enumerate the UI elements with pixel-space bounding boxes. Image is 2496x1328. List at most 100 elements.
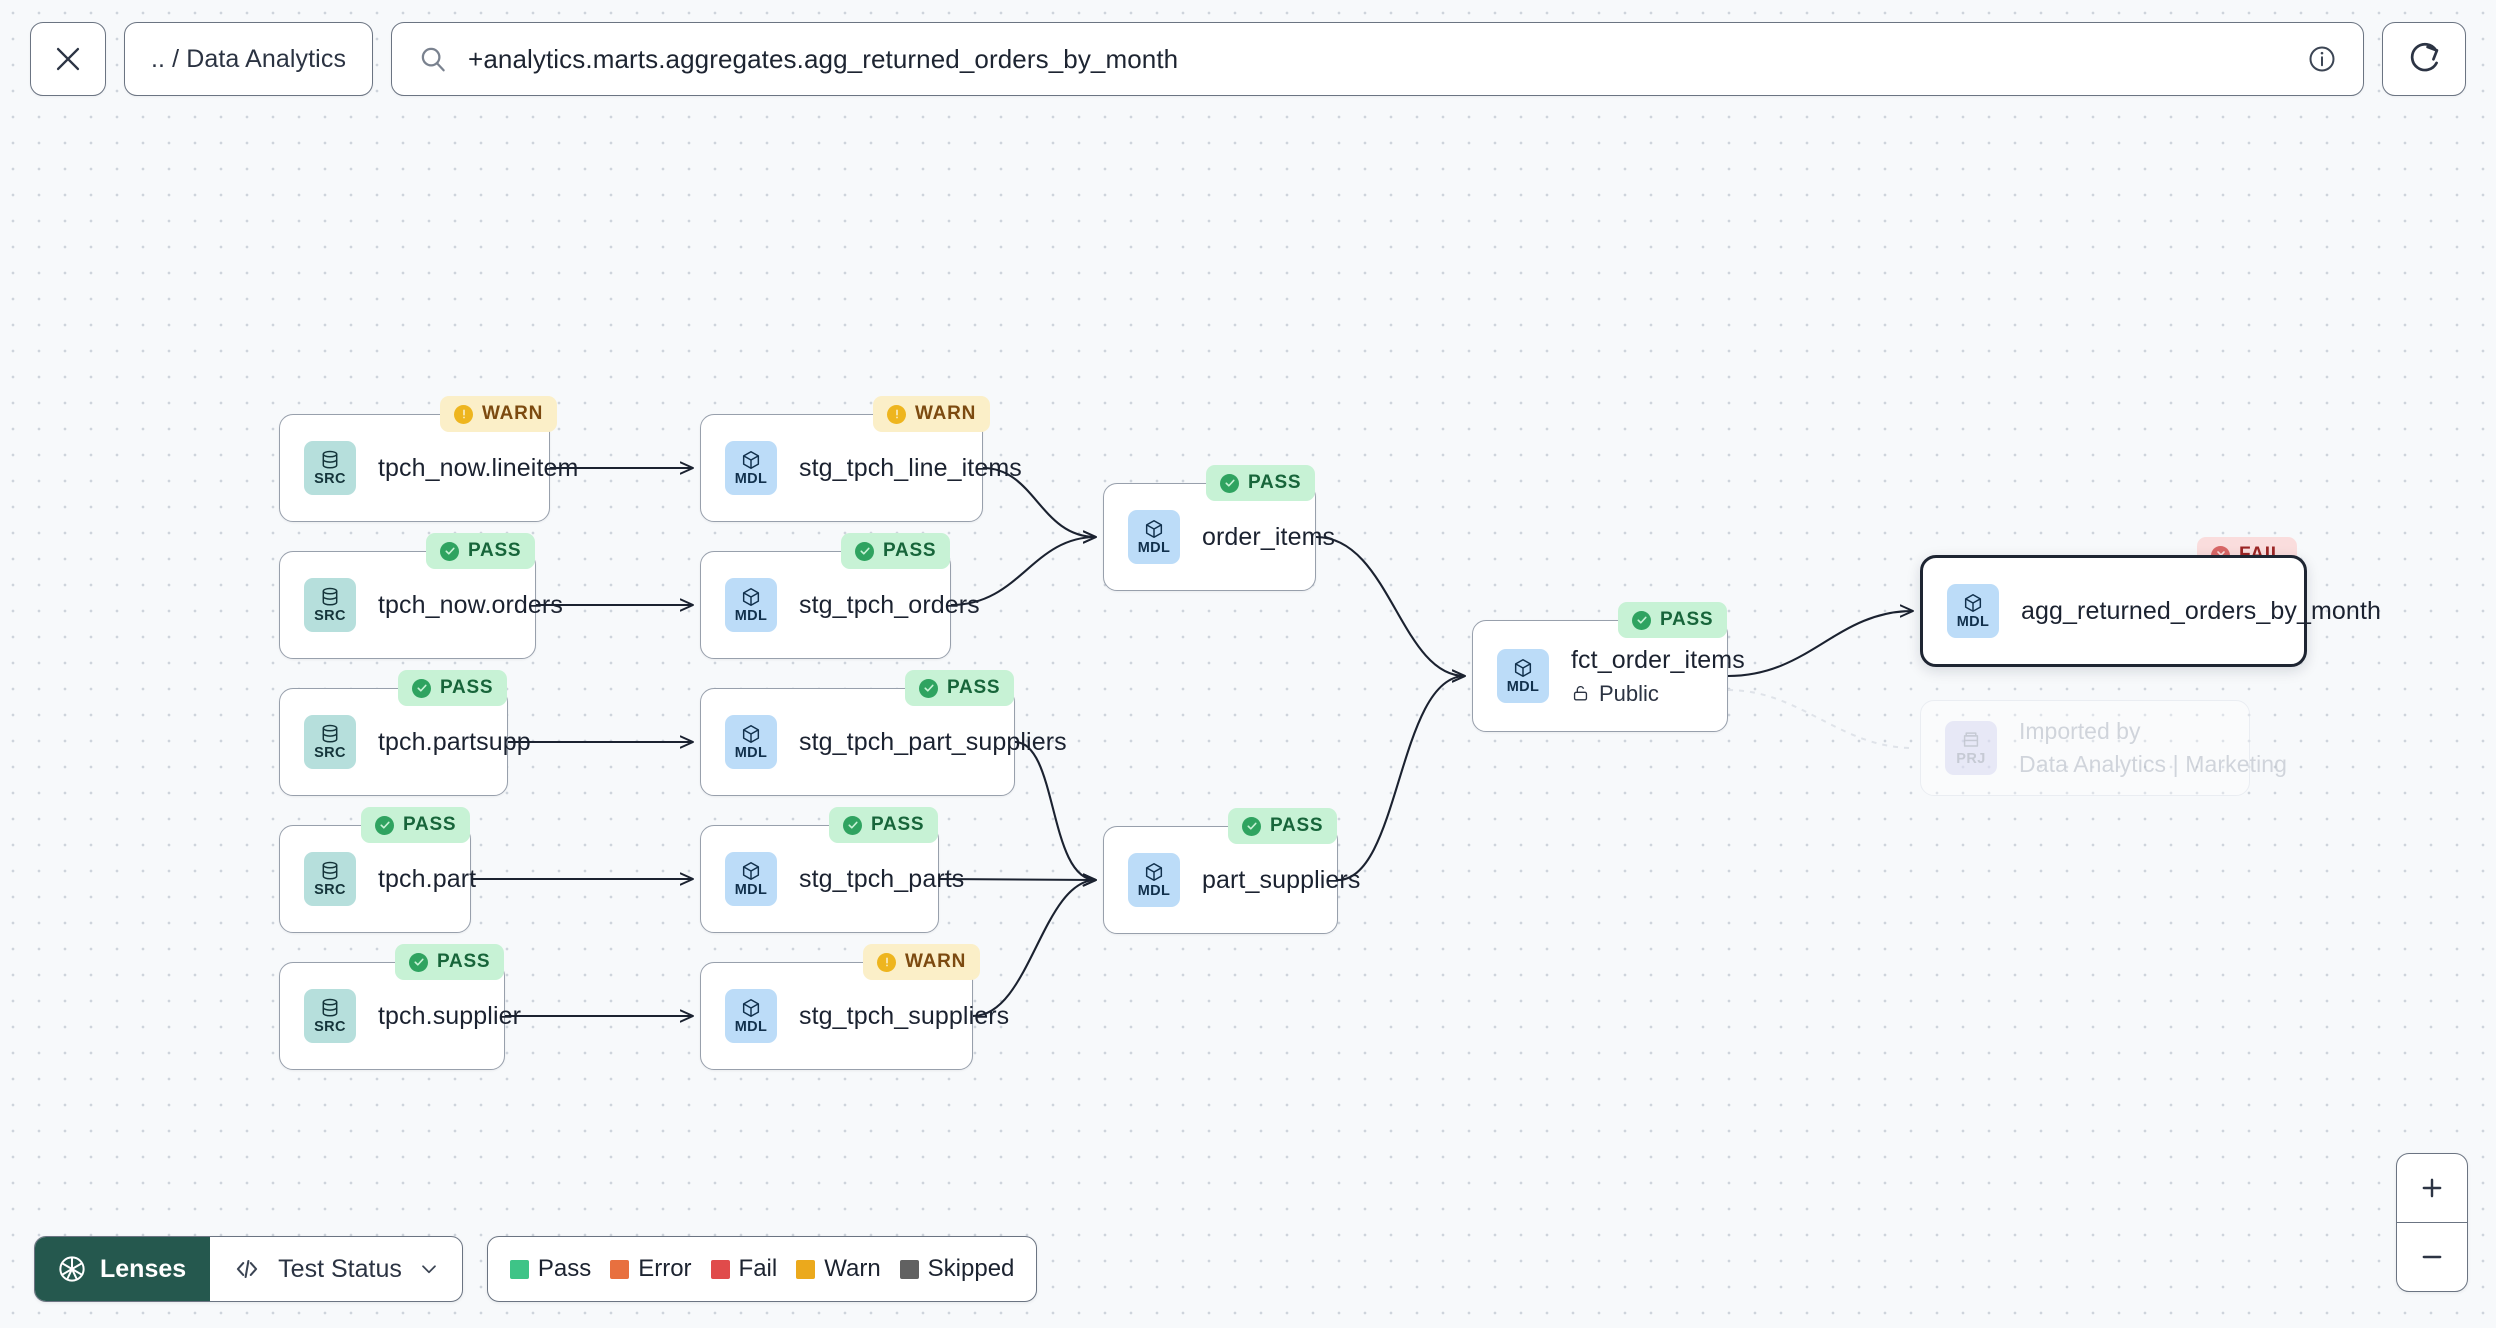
- status-badge-warn[interactable]: WARN: [863, 944, 981, 980]
- node-body: stg_tpch_line_items: [799, 453, 1022, 483]
- zoom-controls: [2396, 1153, 2468, 1292]
- node-body: order_items: [1202, 522, 1336, 552]
- check-icon: [1246, 822, 1257, 830]
- zoom-out-button[interactable]: [2397, 1222, 2467, 1291]
- search-bar[interactable]: +analytics.marts.aggregates.agg_returned…: [391, 22, 2364, 96]
- status-badge-pass[interactable]: PASS: [829, 807, 939, 843]
- info-icon[interactable]: [2307, 44, 2337, 74]
- check-icon: [859, 547, 870, 555]
- node-type-badge: MDL: [1947, 584, 1999, 638]
- breadcrumb-button[interactable]: .. / Data Analytics: [124, 22, 374, 96]
- unlock-icon: [1573, 686, 1588, 701]
- legend-item-pass[interactable]: Pass: [509, 1255, 592, 1283]
- legend-item-skipped[interactable]: Skipped: [899, 1255, 1015, 1283]
- node-type-label: MDL: [734, 745, 768, 762]
- node-name: stg_tpch_line_items: [799, 453, 1022, 482]
- legend-label: Pass: [537, 1255, 592, 1282]
- node-name: stg_tpch_parts: [799, 864, 965, 893]
- status-badge-pass[interactable]: PASS: [1206, 465, 1316, 501]
- legend-item-fail[interactable]: Fail: [710, 1255, 777, 1283]
- status-dot-icon: [1242, 816, 1261, 836]
- node-name: tpch.partsupp: [378, 727, 531, 756]
- node-type-label: MDL: [734, 1019, 768, 1036]
- check-icon: [444, 547, 455, 555]
- node-body: stg_tpch_suppliers: [799, 1002, 1009, 1031]
- node-type-badge: PRJ: [1945, 721, 1997, 775]
- legend-swatch-icon: [899, 1259, 919, 1279]
- node-visibility-label: Public: [1599, 680, 1659, 706]
- aperture-icon: [59, 1256, 85, 1282]
- lineage-node-stg_tpch_suppliers[interactable]: MDL stg_tpch_suppliers: [700, 962, 1009, 1070]
- node-name: tpch.supplier: [378, 1001, 522, 1030]
- node-type-badge: SRC: [304, 852, 356, 906]
- status-badge-warn[interactable]: WARN: [873, 396, 991, 432]
- node-name: fct_order_items: [1571, 645, 1745, 674]
- close-button[interactable]: [30, 22, 106, 96]
- status-badge-pass[interactable]: PASS: [905, 670, 1015, 706]
- lineage-node-tpch_partsupp[interactable]: SRC tpch.partsupp: [279, 688, 531, 796]
- lineage-node-stg_tpch_orders[interactable]: MDL stg_tpch_orders: [700, 551, 980, 659]
- check-icon: [1224, 479, 1235, 487]
- lenses-button[interactable]: Lenses: [35, 1237, 211, 1301]
- legend-swatch-icon: [710, 1259, 730, 1279]
- exclamation-icon: [885, 957, 888, 967]
- legend-swatch-icon: [509, 1259, 529, 1279]
- status-badge-pass[interactable]: PASS: [1618, 602, 1728, 638]
- status-badge-label: PASS: [468, 540, 522, 561]
- node-type-badge: MDL: [725, 578, 777, 632]
- legend-label: Warn: [824, 1255, 881, 1282]
- status-badge-label: WARN: [915, 403, 977, 424]
- status-badge-pass[interactable]: PASS: [395, 944, 505, 980]
- status-badge-pass[interactable]: PASS: [398, 670, 508, 706]
- status-dot-icon: [887, 404, 906, 424]
- zoom-in-button[interactable]: [2397, 1154, 2467, 1222]
- legend-item-error[interactable]: Error: [610, 1255, 692, 1283]
- exclamation-icon: [462, 409, 465, 419]
- legend-label: Skipped: [927, 1255, 1015, 1282]
- cube-icon: [742, 862, 760, 881]
- status-dot-icon: [1632, 610, 1651, 630]
- node-type-label: SRC: [314, 745, 346, 762]
- cube-icon: [742, 588, 760, 607]
- test-status-dropdown[interactable]: Test Status: [210, 1237, 462, 1301]
- check-icon: [923, 684, 934, 692]
- status-badge-warn[interactable]: WARN: [440, 396, 558, 432]
- node-body: tpch_now.lineitem: [378, 454, 578, 483]
- node-visibility: Public: [1571, 681, 1709, 707]
- node-type-label: MDL: [1506, 679, 1540, 696]
- project-icon: [1963, 732, 1979, 747]
- refresh-button[interactable]: [2382, 22, 2466, 96]
- status-badge-pass[interactable]: PASS: [1228, 808, 1338, 844]
- node-body: part_suppliers: [1202, 866, 1360, 895]
- node-imported-by-label: Imported by: [2019, 718, 2141, 744]
- status-dot-icon: [843, 815, 862, 835]
- cube-icon: [742, 999, 760, 1018]
- status-badge-pass[interactable]: PASS: [426, 533, 536, 569]
- status-badge-label: PASS: [437, 951, 491, 972]
- node-body: tpch_now.orders: [378, 590, 563, 620]
- node-name: tpch_now.orders: [378, 590, 563, 619]
- status-dot-icon: [1220, 473, 1239, 493]
- search-input[interactable]: +analytics.marts.aggregates.agg_returned…: [468, 43, 1179, 74]
- legend-item-warn[interactable]: Warn: [796, 1255, 881, 1283]
- top-toolbar: .. / Data Analytics +analytics.marts.agg…: [0, 0, 2496, 118]
- status-dot-icon: [375, 815, 394, 835]
- node-body: stg_tpch_orders: [799, 591, 980, 620]
- exclamation-icon: [895, 409, 898, 419]
- status-badge-pass[interactable]: PASS: [361, 807, 471, 843]
- node-name: order_items: [1202, 522, 1336, 551]
- status-badge-pass[interactable]: PASS: [841, 533, 951, 569]
